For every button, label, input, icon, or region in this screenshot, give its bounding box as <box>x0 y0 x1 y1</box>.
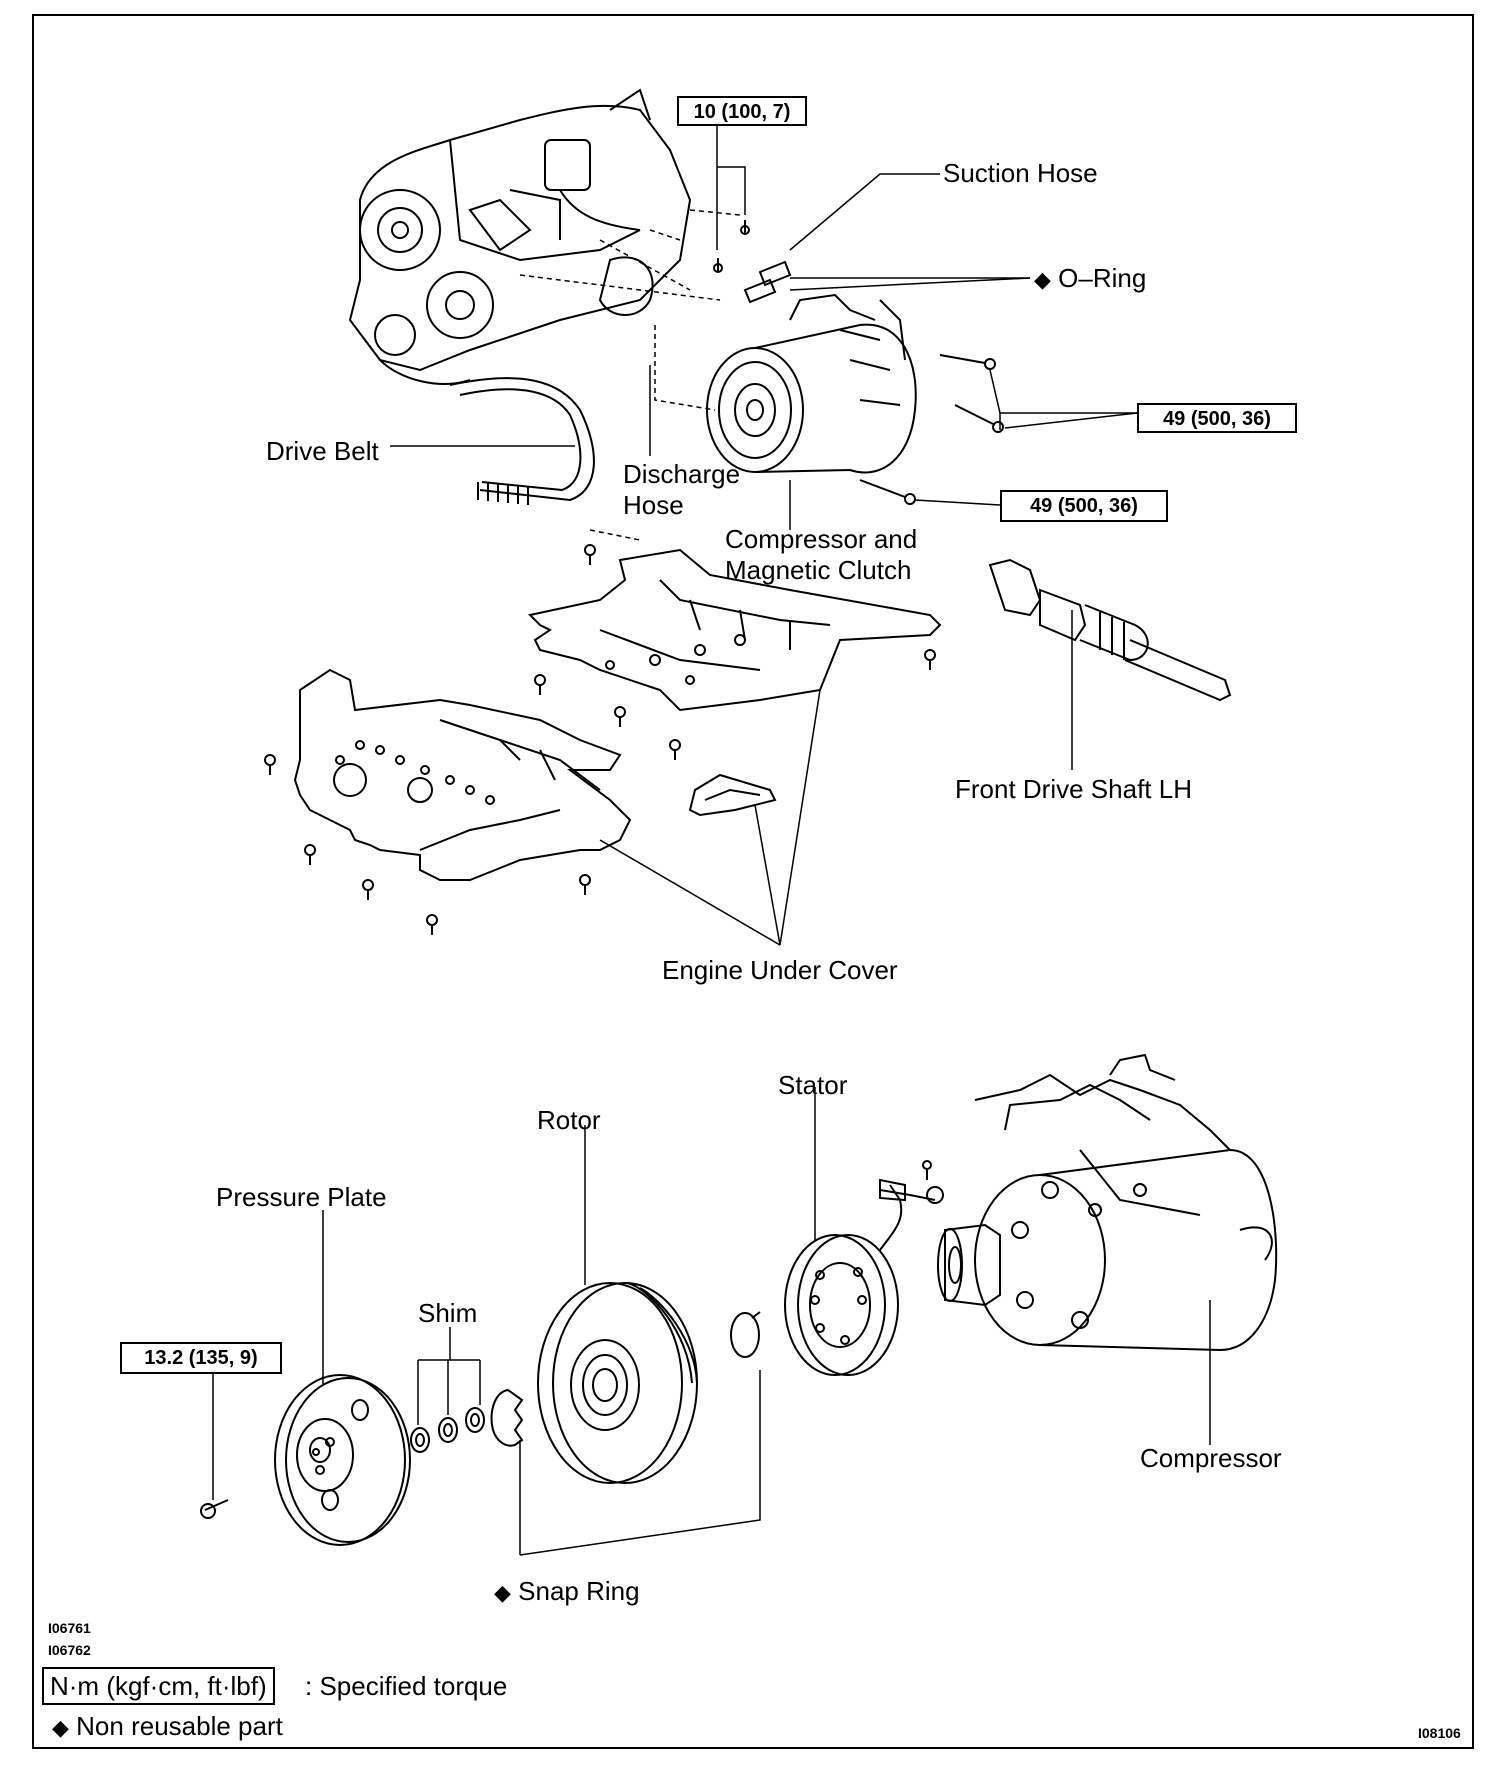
engine-under-cover-upper-drawing <box>527 548 942 712</box>
label-suction-hose: Suction Hose <box>943 158 1098 188</box>
front-drive-shaft-drawing <box>988 558 1232 702</box>
snap-ring-right-drawing <box>730 1311 761 1358</box>
label-shim: Shim <box>418 1298 478 1328</box>
pressure-plate-drawing <box>274 1374 411 1546</box>
label-drive-belt: Drive Belt <box>266 436 379 466</box>
engine-under-cover-lower-drawing <box>293 668 632 881</box>
figure-id-1: I06761 <box>48 1620 91 1636</box>
legend-non-reusable: ◆ Non reusable part <box>52 1711 283 1743</box>
label-engine-under-cover: Engine Under Cover <box>662 955 898 985</box>
torque-box-compressor-lower: 49 (500, 36) <box>1000 490 1168 522</box>
label-front-drive-shaft: Front Drive Shaft LH <box>955 774 1192 804</box>
pressure-plate-bolt-drawing <box>200 1499 229 1519</box>
label-snap-ring-text: Snap Ring <box>518 1576 640 1606</box>
shims-drawing <box>410 1407 485 1453</box>
leader-lines-top <box>390 122 1138 946</box>
compressor-bolts-drawing <box>859 354 1004 505</box>
hoses-drawing <box>713 220 792 304</box>
label-compressor: Compressor <box>1140 1443 1282 1473</box>
legend-torque-unit-box: N·m (kgf·cm, ft·lbf) <box>42 1667 275 1705</box>
label-o-ring-text: O–Ring <box>1058 263 1147 293</box>
label-o-ring: ◆ O–Ring <box>1034 263 1146 295</box>
legend-torque-desc: : Specified torque <box>305 1671 508 1701</box>
legend-non-reusable-text: Non reusable part <box>76 1711 283 1741</box>
non-reusable-diamond-icon: ◆ <box>494 1580 511 1605</box>
label-compressor-clutch-line1: Compressor and <box>725 524 918 554</box>
torque-box-compressor-upper: 49 (500, 36) <box>1137 403 1297 433</box>
compressor-upper-drawing <box>706 293 917 474</box>
non-reusable-diamond-icon: ◆ <box>1034 267 1051 292</box>
drive-belt-drawing <box>449 377 595 505</box>
non-reusable-diamond-icon: ◆ <box>52 1715 69 1740</box>
label-discharge-hose-line1: Discharge <box>623 459 741 489</box>
under-cover-bolts <box>264 544 936 935</box>
torque-box-suction-bolt: 10 (100, 7) <box>677 96 807 126</box>
label-snap-ring: ◆ Snap Ring <box>494 1576 640 1608</box>
label-rotor: Rotor <box>537 1105 601 1135</box>
figure-id-3: I08106 <box>1418 1725 1461 1741</box>
rotor-drawing <box>537 1282 698 1484</box>
engine-block-drawing <box>348 88 692 385</box>
figure-id-2: I06762 <box>48 1642 91 1658</box>
label-compressor-clutch-line2: Magnetic Clutch <box>725 555 912 585</box>
diagram-frame <box>32 14 1474 1749</box>
snap-ring-left-drawing <box>490 1388 524 1447</box>
label-discharge-hose-line2: Hose <box>623 490 684 520</box>
torque-box-pressure-plate-bolt: 13.2 (135, 9) <box>120 1342 282 1374</box>
leader-lines-bottom <box>212 1087 1211 1556</box>
label-pressure-plate: Pressure Plate <box>216 1182 387 1212</box>
bracket-drawing <box>688 773 777 817</box>
compressor-lower-drawing <box>937 1053 1278 1352</box>
alignment-dashes <box>519 209 741 541</box>
stator-drawing <box>784 1160 944 1376</box>
label-stator: Stator <box>778 1070 848 1100</box>
